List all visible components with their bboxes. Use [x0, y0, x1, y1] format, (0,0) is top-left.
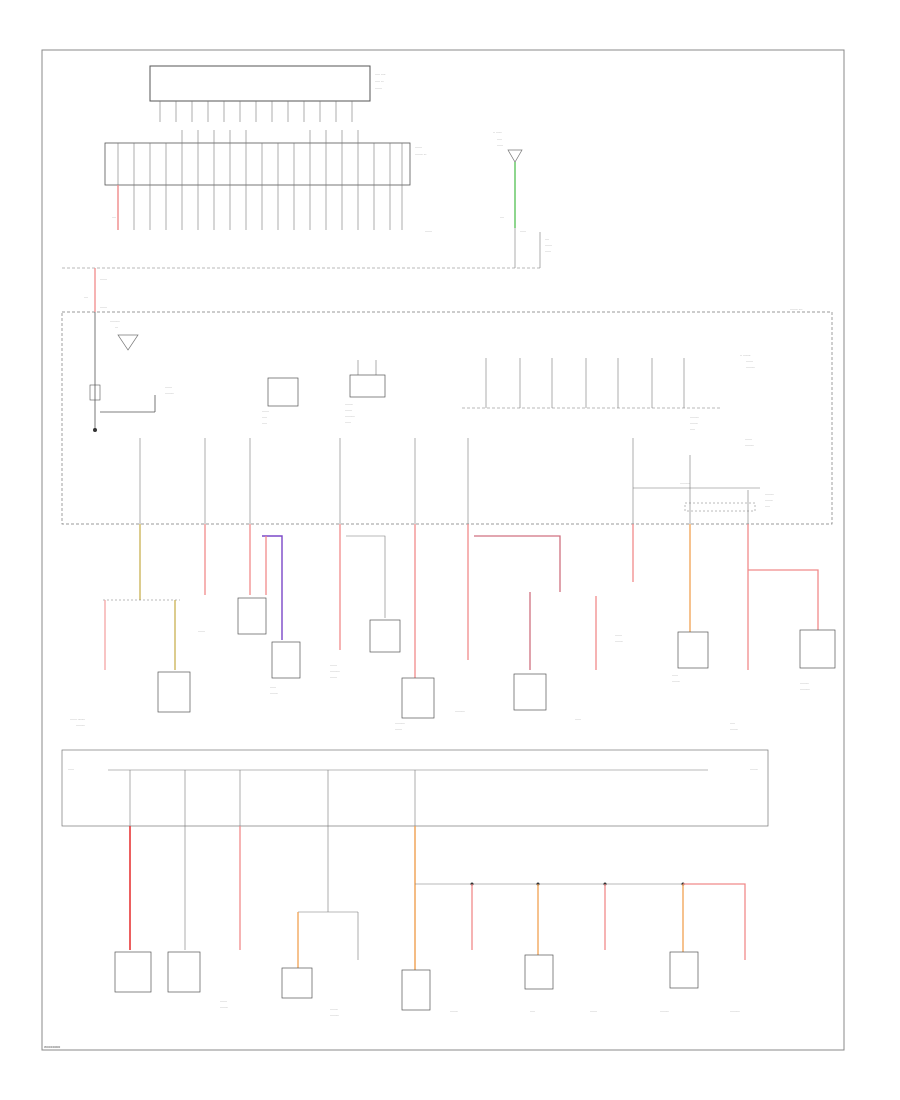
- svg-text:.....: .....: [530, 1009, 535, 1013]
- svg-text:..... ...: ..... ...: [375, 79, 384, 83]
- diagram-frame: [41, 49, 845, 1051]
- relay-group: ....... ..... ..... ........ ....... ...…: [262, 360, 386, 425]
- svg-text:........: ........: [730, 727, 738, 731]
- svg-text:.......: .......: [615, 633, 622, 637]
- svg-text:.........: .........: [746, 365, 755, 369]
- svg-text:......: ......: [545, 249, 551, 253]
- svg-text:........: ........: [450, 1009, 458, 1013]
- footer-code: W0000000: [44, 1045, 60, 1049]
- svg-text:........ ....: ........ ....: [790, 307, 802, 311]
- svg-text:.....: .....: [765, 504, 770, 508]
- svg-text:........: ........: [220, 1005, 228, 1009]
- svg-text:....: ....: [112, 215, 116, 219]
- svg-text:.....: .....: [262, 415, 267, 419]
- svg-text:......: ......: [345, 420, 351, 424]
- svg-text:....: ....: [500, 215, 504, 219]
- svg-text:.........: .........: [165, 391, 174, 395]
- middle-loads: ....... ........ ......... ....... .....…: [70, 524, 836, 731]
- svg-text:....: ....: [84, 295, 88, 299]
- svg-text:........ ...: ........ ...: [415, 152, 426, 156]
- svg-text:.....: .....: [262, 421, 267, 425]
- svg-text:.....: .....: [497, 137, 502, 141]
- svg-text:.......: .......: [415, 145, 422, 149]
- svg-text:........: ........: [765, 498, 773, 502]
- svg-text:......: ......: [270, 685, 276, 689]
- svg-text:......: ......: [672, 673, 678, 677]
- lower-fuse-drops: [129, 770, 416, 826]
- svg-text:.......: .......: [395, 727, 402, 731]
- battery-feed: ....... .... ....... .......... ... ....…: [84, 268, 174, 432]
- svg-text:....: ....: [545, 237, 549, 241]
- svg-text:.........: .........: [800, 681, 809, 685]
- svg-text:........: ........: [270, 691, 278, 695]
- svg-text:.........: .........: [76, 723, 85, 727]
- svg-text:.......: .......: [375, 86, 382, 90]
- svg-text:.......: .......: [425, 229, 432, 233]
- svg-text:.......: .......: [100, 305, 107, 309]
- svg-text:.......: .......: [198, 629, 205, 633]
- svg-text:.......: .......: [330, 663, 337, 667]
- svg-text:..........: ..........: [800, 687, 810, 691]
- svg-text:......: ......: [520, 229, 526, 233]
- svg-text:..........: ..........: [395, 721, 405, 725]
- top-module: ..... ..... ..... ... ....... ....... ..…: [104, 65, 432, 233]
- svg-text:...: ...: [115, 325, 118, 329]
- svg-text:.......: .......: [545, 243, 552, 247]
- ground-point-top: .. ...... ..... ...... .... ...... .... …: [493, 130, 552, 268]
- svg-text:..........: ..........: [730, 1009, 740, 1013]
- svg-text:.........: .........: [660, 1009, 669, 1013]
- bottom-loads: ....... ........ ........ ......... ....…: [114, 826, 746, 1017]
- svg-text:.......: .......: [262, 409, 269, 413]
- svg-text:..........: ..........: [680, 481, 690, 485]
- svg-text:.......: .......: [100, 277, 107, 281]
- svg-text:..... .....: ..... .....: [375, 72, 386, 76]
- svg-text:....... ........: ....... ........: [70, 717, 85, 721]
- svg-text:.......: .......: [746, 359, 753, 363]
- svg-text:..........: ..........: [345, 414, 355, 418]
- svg-text:.........: .........: [330, 1013, 339, 1017]
- fuse-box-region: [61, 311, 833, 525]
- svg-text:.....: .....: [690, 427, 695, 431]
- svg-text:........: ........: [690, 421, 698, 425]
- svg-text:.. ........: .. ........: [740, 353, 751, 357]
- right-fuse-rail: [462, 358, 720, 409]
- svg-text:........: ........: [330, 1007, 338, 1011]
- svg-text:.......: .......: [220, 999, 227, 1003]
- svg-text:.......: .......: [165, 385, 172, 389]
- svg-text:..........: ..........: [455, 709, 465, 713]
- svg-text:......: ......: [497, 143, 503, 147]
- svg-text:......: ......: [68, 767, 74, 771]
- svg-text:..........: ..........: [110, 319, 120, 323]
- svg-text:.........: .........: [745, 443, 754, 447]
- svg-text:.......: .......: [330, 675, 337, 679]
- svg-text:........: ........: [672, 679, 680, 683]
- svg-text:......: ......: [575, 717, 581, 721]
- svg-text:..........: ..........: [330, 669, 340, 673]
- svg-text:........: ........: [750, 767, 758, 771]
- svg-text:.......: .......: [590, 1009, 597, 1013]
- svg-text:.......: .......: [345, 408, 352, 412]
- svg-text:.. ......: .. ......: [493, 130, 502, 134]
- svg-text:........: ........: [615, 639, 623, 643]
- svg-text:........: ........: [345, 402, 353, 406]
- svg-text:.........: .........: [765, 492, 774, 496]
- svg-text:.....: .....: [730, 721, 735, 725]
- svg-text:.......: .......: [745, 437, 752, 441]
- svg-text:.........: .........: [690, 415, 699, 419]
- fuse-drops: [139, 438, 749, 524]
